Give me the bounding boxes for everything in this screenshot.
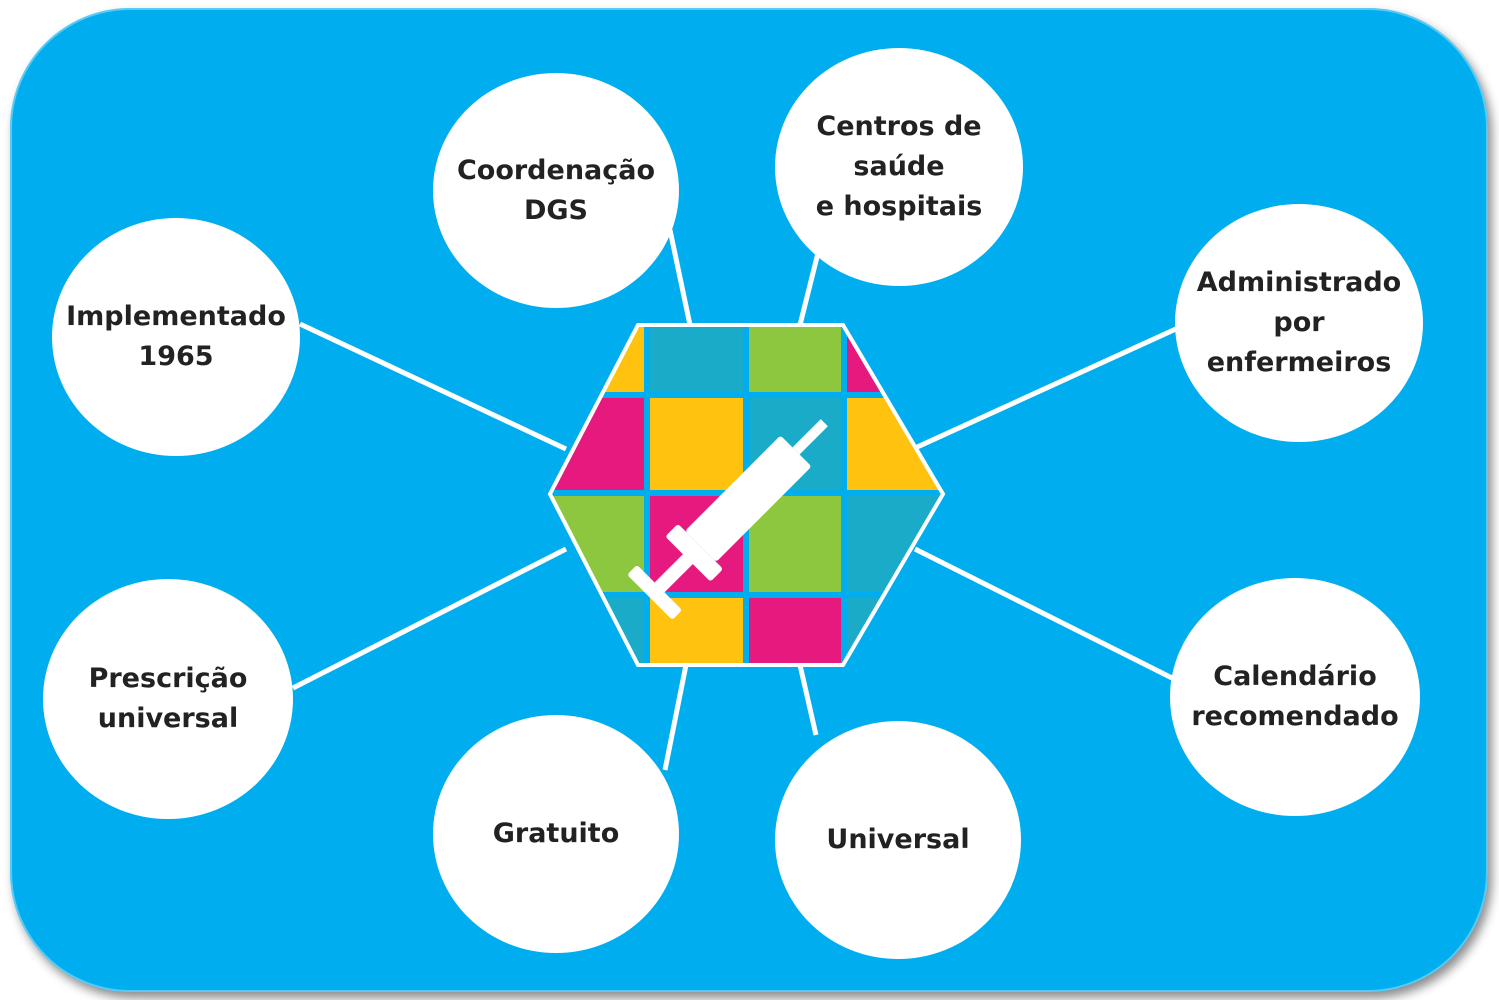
node-universal: Universal [775, 721, 1021, 959]
mosaic-tile [749, 327, 841, 392]
node-label-calendario: Calendário recomendado [1191, 661, 1399, 732]
node-implementado: Implementado 1965 [52, 218, 300, 456]
connectors [291, 229, 1180, 771]
connector-gratuito [662, 664, 689, 771]
connector-coordenacao [667, 229, 693, 326]
node-label-centros: Centros de saúde e hospitais [815, 111, 983, 222]
node-centros: Centros de saúde e hospitais [775, 48, 1023, 286]
mosaic-tile [650, 398, 743, 490]
syringe-icon [628, 419, 828, 619]
node-calendario: Calendário recomendado [1170, 578, 1420, 816]
connector-centros [797, 252, 821, 326]
node-gratuito: Gratuito [433, 715, 679, 953]
node-coordenacao: Coordenação DGS [433, 73, 679, 308]
connector-universal [797, 664, 819, 736]
hexagon-outline [547, 323, 946, 667]
connector-administrado [913, 325, 1180, 451]
connector-prescricao [291, 546, 568, 691]
node-label-implementado: Implementado 1965 [66, 301, 286, 372]
node-label-administrado: Administrado por enfermeiros [1196, 267, 1402, 378]
node-prescricao: Prescrição universal [43, 579, 293, 819]
node-label-coordenacao: Coordenação DGS [456, 154, 656, 226]
connector-calendario [913, 546, 1178, 683]
connector-implementado [298, 321, 568, 452]
node-label-universal: Universal [826, 824, 970, 855]
diagram-canvas [291, 229, 1180, 771]
node-label-gratuito: Gratuito [492, 818, 620, 849]
mosaic-tile [749, 598, 841, 664]
node-administrado: Administrado por enfermeiros [1175, 204, 1423, 442]
node-label-prescricao: Prescrição universal [88, 663, 248, 734]
mosaic-tile [552, 398, 644, 490]
mosaic-tile [650, 327, 743, 392]
diagram-panel: Coordenação DGS Centros de saúde e hospi… [10, 8, 1488, 992]
